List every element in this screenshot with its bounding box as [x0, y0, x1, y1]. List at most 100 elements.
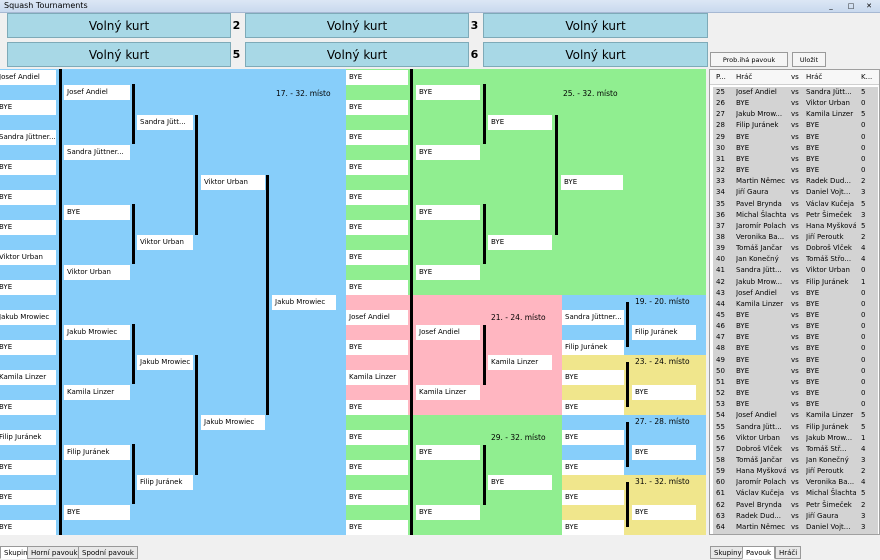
slot-r2[interactable]: Kamila Linzer: [64, 385, 130, 400]
column-header-court[interactable]: P...: [716, 73, 726, 81]
slot-29-r2[interactable]: BYE: [416, 505, 480, 520]
slot-r1[interactable]: Viktor Urban: [0, 250, 56, 265]
slot-r1[interactable]: BYE: [0, 400, 56, 415]
slot-31-r2[interactable]: BYE: [632, 505, 696, 520]
tab-bracket-right[interactable]: Pavouk: [742, 546, 776, 559]
slot-25-r1[interactable]: BYE: [346, 160, 408, 175]
slot-r2[interactable]: Jakub Mrowiec: [64, 325, 130, 340]
slot-r2[interactable]: Viktor Urban: [64, 265, 130, 280]
close-icon[interactable]: ✕: [866, 2, 872, 10]
slot-r1[interactable]: BYE: [0, 190, 56, 205]
slot-29-r1[interactable]: BYE: [346, 520, 408, 535]
slot-r1[interactable]: BYE: [0, 280, 56, 295]
slot-r4[interactable]: Jakub Mrowiec: [201, 415, 265, 430]
court-5[interactable]: Volný kurt: [245, 42, 469, 67]
slot-r1[interactable]: Sandra Jüttner...: [0, 130, 56, 145]
slot-25-r3[interactable]: BYE: [488, 235, 552, 250]
slot-25-r2[interactable]: BYE: [416, 265, 480, 280]
slot-r1[interactable]: BYE: [0, 460, 56, 475]
slot-21-r2[interactable]: Josef Andiel: [416, 325, 480, 340]
slot-29-r1[interactable]: BYE: [346, 460, 408, 475]
tab-groups-right[interactable]: Skupiny: [710, 546, 746, 559]
column-header-player2[interactable]: Hráč: [806, 73, 823, 81]
slot-25-r2[interactable]: BYE: [416, 145, 480, 160]
slot-r3[interactable]: Jakub Mrowiec: [137, 355, 193, 370]
save-button[interactable]: Uložit: [792, 52, 826, 67]
slot-r1[interactable]: BYE: [0, 100, 56, 115]
slot-25-r1[interactable]: BYE: [346, 130, 408, 145]
slot-r1[interactable]: Jakub Mrowiec: [0, 310, 56, 325]
slot-r1[interactable]: Filip Juránek: [0, 430, 56, 445]
slot-25-r2[interactable]: BYE: [416, 85, 480, 100]
slot-19-r1[interactable]: Filip Juránek: [562, 340, 624, 355]
column-header-player1[interactable]: Hráč: [736, 73, 753, 81]
maximize-icon[interactable]: □: [847, 2, 855, 10]
slot-25-r1[interactable]: BYE: [346, 70, 408, 85]
court-6[interactable]: Volný kurt: [483, 42, 708, 67]
slot-29-r1[interactable]: BYE: [346, 490, 408, 505]
slot-r2[interactable]: BYE: [64, 205, 130, 220]
slot-25-r1[interactable]: BYE: [346, 220, 408, 235]
slot-25-r3[interactable]: BYE: [488, 115, 552, 130]
slot-23-r2[interactable]: BYE: [632, 385, 696, 400]
slot-r1[interactable]: BYE: [0, 490, 56, 505]
slot-r3[interactable]: Viktor Urban: [137, 235, 193, 250]
slot-r4[interactable]: Viktor Urban: [201, 175, 265, 190]
court-4[interactable]: Volný kurt: [7, 42, 231, 67]
slot-25-r2[interactable]: BYE: [416, 205, 480, 220]
slot-23-r1[interactable]: BYE: [562, 370, 624, 385]
slot-25-r1[interactable]: BYE: [346, 280, 408, 295]
slot-r3[interactable]: Sandra Jütt...: [137, 115, 193, 130]
slot-27-r1[interactable]: BYE: [562, 430, 624, 445]
court-1[interactable]: Volný kurt: [7, 13, 231, 38]
tab-upper-bracket[interactable]: Horní pavouk: [27, 546, 82, 559]
slot-r2[interactable]: Filip Juránek: [64, 445, 130, 460]
slot-23-r1[interactable]: BYE: [562, 400, 624, 415]
slot-r3[interactable]: Filip Juránek: [137, 475, 193, 490]
slot-21-r1[interactable]: BYE: [346, 340, 408, 355]
column-header-k[interactable]: K...: [861, 73, 873, 81]
slot-r5[interactable]: Jakub Mrowiec: [272, 295, 336, 310]
slot-21-r1[interactable]: BYE: [346, 400, 408, 415]
slot-29-r3[interactable]: BYE: [488, 475, 552, 490]
tab-lower-bracket[interactable]: Spodní pavouk: [78, 546, 138, 559]
slot-21-r1[interactable]: Kamila Linzer: [346, 370, 408, 385]
slot-29-r2[interactable]: BYE: [416, 445, 480, 460]
slot-r2[interactable]: BYE: [64, 505, 130, 520]
court-3[interactable]: Volný kurt: [483, 13, 708, 38]
slot-r1[interactable]: BYE: [0, 520, 56, 535]
